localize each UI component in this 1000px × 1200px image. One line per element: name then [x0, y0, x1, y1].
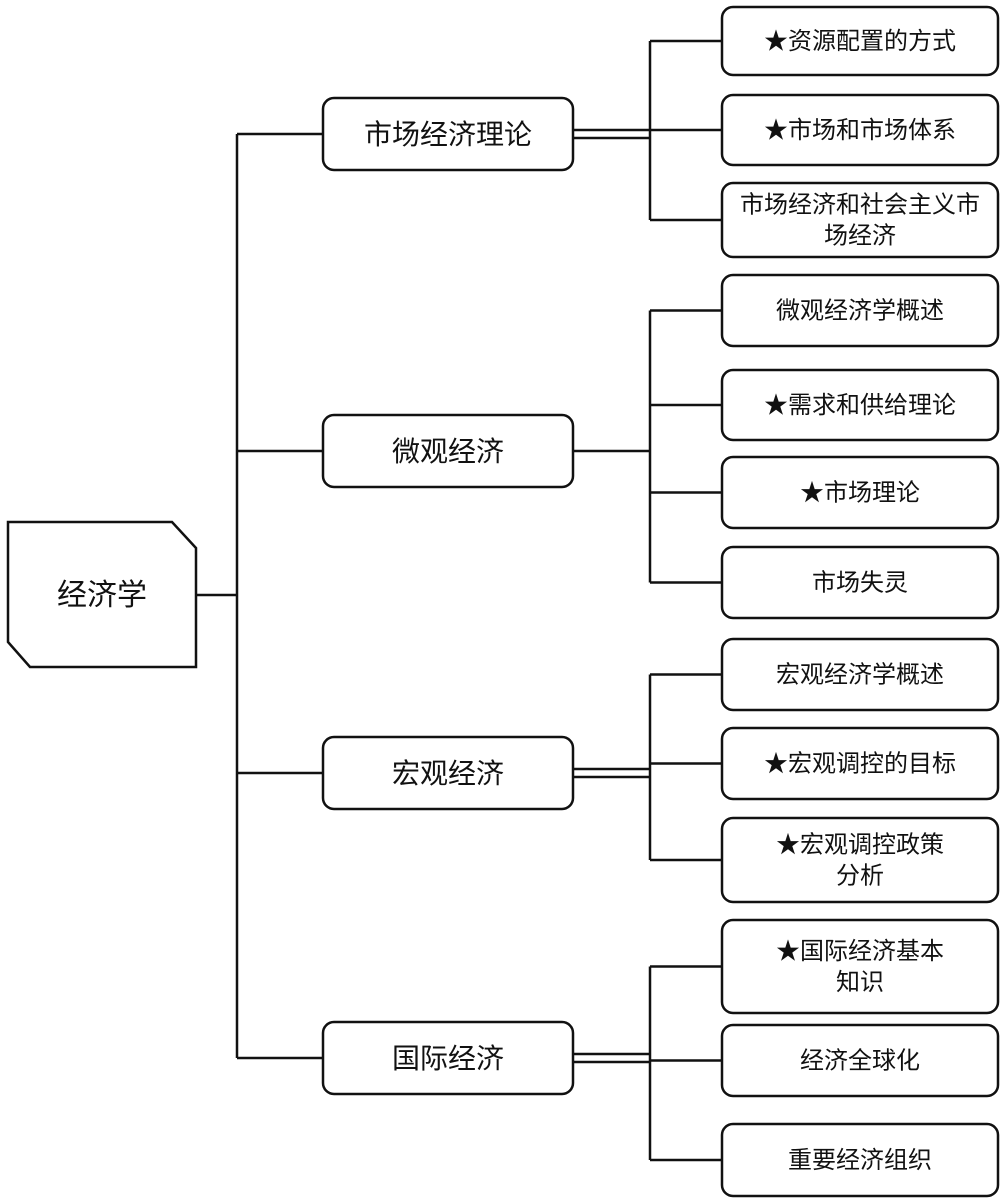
branch-box: [321, 96, 575, 172]
leaf-label: ★资源配置的方式: [764, 27, 956, 55]
leaf-node: ★市场理论: [720, 455, 1000, 530]
leaf-label: 重要经济组织: [788, 1146, 932, 1174]
leaf-label: 市场失灵: [812, 569, 908, 597]
root-label: 经济学: [57, 578, 147, 613]
leaf-label: 知识: [836, 968, 884, 996]
leaf-box: [720, 816, 1000, 904]
root-box: [6, 520, 198, 669]
leaf-node: 宏观经济学概述: [720, 637, 1000, 712]
leaf-label: 宏观经济学概述: [776, 661, 944, 689]
leaf-label: ★市场理论: [800, 479, 920, 507]
root-node: 经济学: [6, 520, 198, 669]
leaf-box: [720, 93, 1000, 167]
leaf-node: 市场失灵: [720, 545, 1000, 620]
leaf-box: [720, 273, 1000, 348]
leaf-node: 重要经济组织: [720, 1122, 1000, 1198]
branch-node: 国际经济: [321, 1020, 575, 1096]
leaf-box: [720, 5, 1000, 77]
branch-box: [321, 1020, 575, 1096]
branch-label: 宏观经济: [392, 757, 504, 790]
leaf-node: ★市场和市场体系: [720, 93, 1000, 167]
leaf-label: ★需求和供给理论: [764, 391, 956, 419]
leaf-label: ★宏观调控的目标: [764, 750, 956, 778]
leaves: ★资源配置的方式★市场和市场体系市场经济和社会主义市场经济微观经济学概述★需求和…: [720, 5, 1000, 1198]
leaf-label: 分析: [836, 862, 884, 890]
connector-lines: [196, 39, 722, 1162]
leaf-label: 微观经济学概述: [776, 297, 944, 325]
branch-node: 市场经济理论: [321, 96, 575, 172]
leaf-box: [720, 637, 1000, 712]
leaf-node: ★资源配置的方式: [720, 5, 1000, 77]
leaf-node: ★宏观调控的目标: [720, 726, 1000, 801]
leaf-node: ★需求和供给理论: [720, 368, 1000, 442]
leaf-label: 场经济: [824, 222, 896, 250]
leaf-label: 市场经济和社会主义市: [740, 191, 980, 219]
branch-label: 市场经济理论: [364, 118, 532, 151]
leaf-label: 经济全球化: [800, 1047, 920, 1075]
branch-box: [321, 735, 575, 811]
leaf-label: ★市场和市场体系: [764, 116, 956, 144]
branch-label: 国际经济: [392, 1042, 504, 1075]
leaf-box: [720, 726, 1000, 801]
leaf-box: [720, 1122, 1000, 1198]
leaf-box: [720, 545, 1000, 620]
branch-node: 微观经济: [321, 413, 575, 489]
leaf-label: ★宏观调控政策: [776, 831, 944, 859]
leaf-node: 经济全球化: [720, 1023, 1000, 1098]
leaf-box: [720, 455, 1000, 530]
branch-box: [321, 413, 575, 489]
branch-label: 微观经济: [392, 435, 504, 468]
branch-node: 宏观经济: [321, 735, 575, 811]
leaf-node: 微观经济学概述: [720, 273, 1000, 348]
leaf-box: [720, 368, 1000, 442]
leaf-label: ★国际经济基本: [776, 937, 944, 965]
leaf-box: [720, 918, 1000, 1015]
leaf-box: [720, 181, 1000, 259]
leaf-box: [720, 1023, 1000, 1098]
